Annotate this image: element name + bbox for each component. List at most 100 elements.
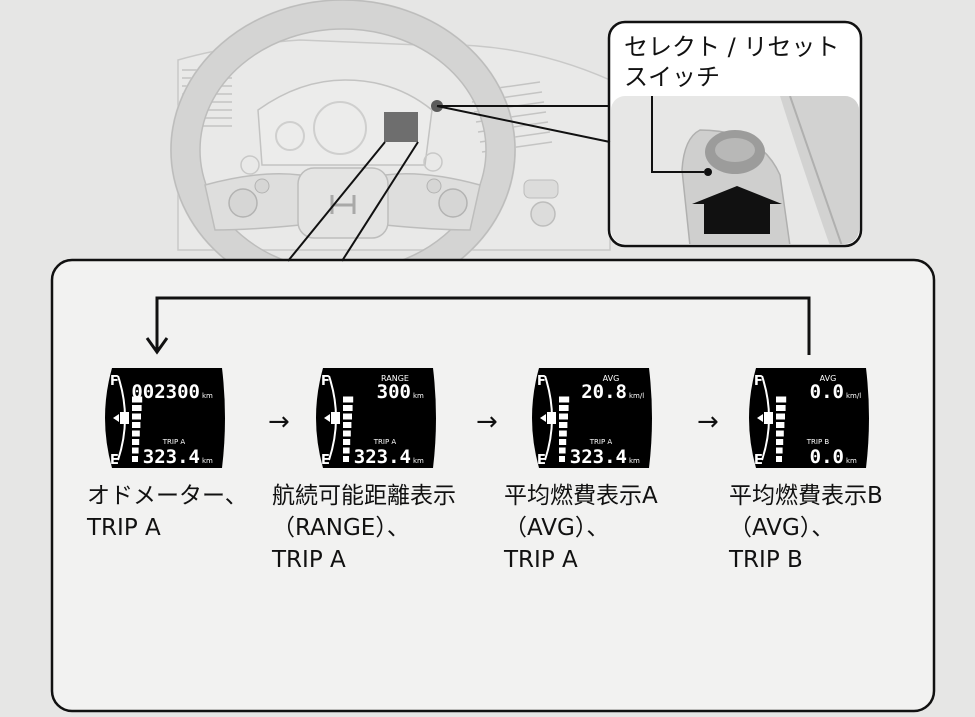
lcd-trip-value: 0.0 bbox=[810, 446, 844, 468]
caption-line: （RANGE）、 bbox=[272, 515, 410, 541]
lcd-trip-label: TRIP A bbox=[589, 438, 613, 446]
main-panel bbox=[50, 258, 936, 713]
fuel-segment bbox=[343, 447, 350, 454]
fuel-segment bbox=[559, 413, 568, 420]
fuel-segment bbox=[559, 430, 567, 437]
fuel-side-arrow-icon bbox=[757, 414, 763, 422]
lcd-trip-value: 323.4 bbox=[570, 446, 627, 468]
highlighted-display-icon bbox=[384, 112, 418, 142]
lcd-main-unit: km bbox=[202, 392, 213, 400]
lcd-main-value: 0.0 bbox=[810, 381, 844, 403]
fuel-side-arrow-icon bbox=[324, 414, 330, 422]
lcd-main-unit: km/l bbox=[846, 392, 861, 400]
fuel-segment bbox=[343, 413, 352, 420]
fuel-pump-icon bbox=[331, 412, 340, 424]
caption-line: TRIP A bbox=[504, 547, 578, 573]
callout-label-line-2: スイッチ bbox=[624, 63, 720, 91]
caption-line: 平均燃費表示A bbox=[504, 483, 658, 509]
fuel-empty-label: E bbox=[321, 453, 330, 468]
caption-line: オドメーター、 bbox=[87, 483, 248, 509]
fuel-segment bbox=[559, 439, 567, 445]
caption-line: （AVG）、 bbox=[729, 515, 835, 541]
fuel-side-arrow-icon bbox=[113, 414, 119, 422]
lcd-trip-unit: km bbox=[846, 457, 857, 465]
callout-label-line-1: セレクト / リセット bbox=[624, 33, 840, 61]
fuel-segment bbox=[132, 422, 141, 428]
lcd-trip-value: 323.4 bbox=[354, 446, 411, 468]
fuel-segment bbox=[132, 447, 139, 454]
fuel-segment bbox=[132, 405, 142, 411]
fuel-segment bbox=[343, 439, 351, 445]
caption-avg-a: 平均燃費表示A （AVG）、 TRIP A bbox=[504, 480, 658, 576]
fuel-segment bbox=[559, 396, 570, 403]
fuel-full-label: F bbox=[754, 374, 763, 389]
caption-line: （AVG）、 bbox=[504, 515, 610, 541]
step-arrow-2: → bbox=[476, 407, 498, 437]
fuel-segment bbox=[559, 447, 566, 454]
lcd-trip-unit: km bbox=[629, 457, 640, 465]
fuel-segment bbox=[343, 430, 351, 437]
fuel-segment bbox=[776, 422, 785, 428]
fuel-segment bbox=[559, 422, 568, 428]
step-arrows: → → → bbox=[268, 407, 719, 437]
lcd-top-label: AVG bbox=[603, 374, 620, 383]
zoom-lines bbox=[287, 141, 419, 262]
caption-line: TRIP B bbox=[729, 547, 803, 573]
lcd-trip-unit: km bbox=[413, 457, 424, 465]
lcd-main-unit: km bbox=[413, 392, 424, 400]
fuel-segment bbox=[776, 447, 783, 454]
caption-line: 航続可能距離表示 bbox=[272, 483, 456, 509]
fuel-full-label: F bbox=[110, 374, 119, 389]
fuel-side-arrow-icon bbox=[540, 414, 546, 422]
lcd-trip-label: TRIP B bbox=[806, 438, 830, 446]
callout-leader-lines bbox=[436, 105, 611, 143]
fuel-segment bbox=[132, 413, 141, 420]
lcd-trip-value: 323.4 bbox=[143, 446, 200, 468]
fuel-pump-icon bbox=[120, 412, 129, 424]
lcd-main-value: 002300 bbox=[131, 381, 200, 403]
fuel-segment bbox=[343, 405, 353, 411]
dashboard-illustration bbox=[170, 0, 611, 301]
fuel-segment bbox=[776, 396, 787, 403]
fuel-segment bbox=[776, 405, 786, 411]
fuel-segment bbox=[132, 439, 140, 445]
lcd-trip-label: TRIP A bbox=[162, 438, 186, 446]
fuel-empty-label: E bbox=[537, 453, 546, 468]
fuel-full-label: F bbox=[537, 374, 546, 389]
fuel-full-label: F bbox=[321, 374, 330, 389]
lcd-trip-label: TRIP A bbox=[373, 438, 397, 446]
fuel-segment bbox=[776, 413, 785, 420]
caption-line: TRIP A bbox=[87, 515, 161, 541]
push-arrow-icon bbox=[692, 186, 782, 234]
lcd-main-value: 300 bbox=[377, 381, 411, 403]
caption-odometer: オドメーター、 TRIP A bbox=[87, 480, 248, 544]
caption-line: TRIP A bbox=[272, 547, 346, 573]
fuel-segment bbox=[343, 422, 352, 428]
fuel-empty-label: E bbox=[754, 453, 763, 468]
fuel-segment bbox=[343, 396, 354, 403]
step-arrow-1: → bbox=[268, 407, 290, 437]
fuel-segment bbox=[776, 430, 784, 437]
fuel-segment bbox=[343, 456, 349, 462]
fuel-segment bbox=[559, 456, 565, 462]
caption-range: 航続可能距離表示 （RANGE）、 TRIP A bbox=[272, 480, 456, 576]
lcd-main-unit: km/l bbox=[629, 392, 644, 400]
fuel-empty-label: E bbox=[110, 453, 119, 468]
fuel-segment bbox=[559, 405, 569, 411]
step-arrow-3: → bbox=[697, 407, 719, 437]
lcd-top-label: AVG bbox=[820, 374, 837, 383]
switch-callout bbox=[607, 20, 863, 248]
select-reset-switch-label: セレクト / リセット スイッチ bbox=[624, 32, 854, 92]
fuel-pump-icon bbox=[764, 412, 773, 424]
cycle-loop-arrow bbox=[145, 296, 811, 355]
fuel-segment bbox=[776, 439, 784, 445]
fuel-segment bbox=[132, 430, 140, 437]
fuel-segment bbox=[776, 456, 782, 462]
lcd-trip-unit: km bbox=[202, 457, 213, 465]
